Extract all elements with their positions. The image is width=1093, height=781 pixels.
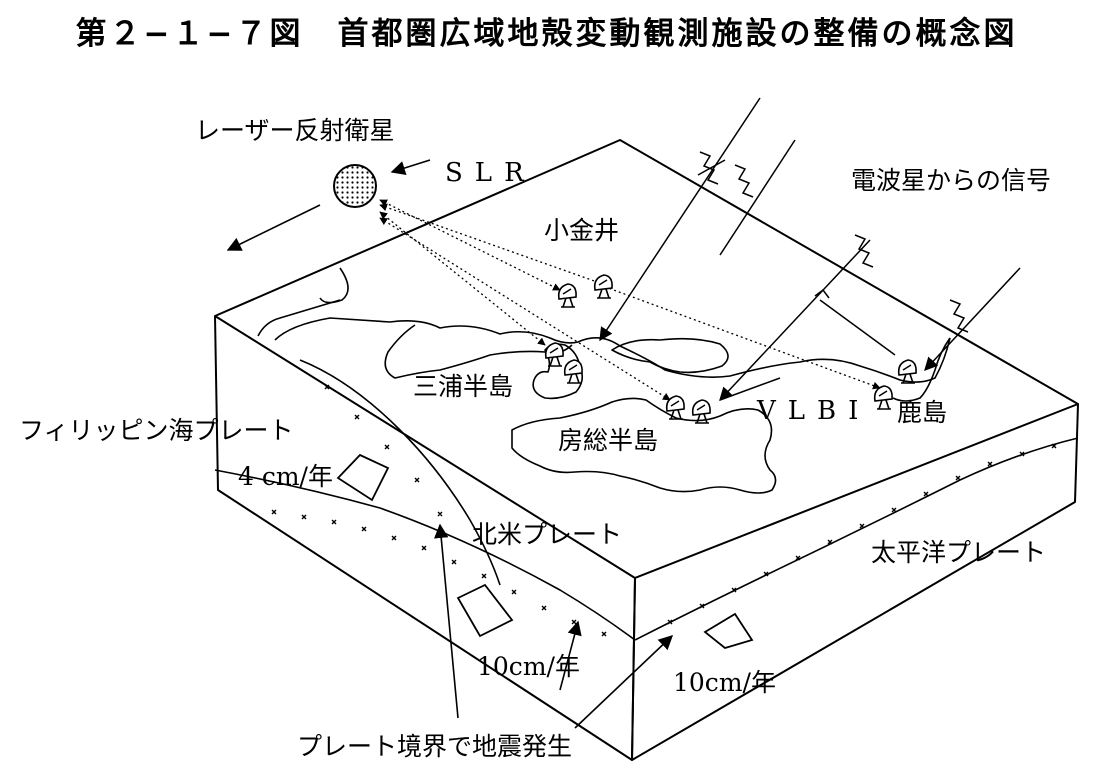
label-kashima: 鹿島 bbox=[897, 398, 948, 427]
label-rate-trench-2: 10cm/年 bbox=[673, 668, 776, 697]
antenna-icon bbox=[665, 395, 685, 420]
pointer-arrow bbox=[559, 620, 582, 691]
trench-line-right bbox=[634, 437, 1079, 641]
label-earthquake: プレート境界で地震発生 bbox=[297, 732, 573, 761]
pointer-arrow bbox=[434, 523, 459, 719]
label-radio-signal: 電波星からの信号 bbox=[851, 166, 1052, 195]
plate-motion-arrow-icon bbox=[336, 453, 390, 502]
label-slr: SLR bbox=[445, 158, 536, 188]
label-miura: 三浦半島 bbox=[413, 372, 514, 401]
satellite-icon bbox=[333, 164, 377, 208]
orbit-arrow bbox=[226, 204, 321, 251]
antenna-icon bbox=[557, 283, 577, 308]
label-boso: 房総半島 bbox=[558, 426, 659, 455]
label-pacific-plate: 太平洋プレート bbox=[871, 538, 1047, 567]
coastline-tokyo-bay bbox=[257, 299, 573, 379]
label-philippine-plate: フィリッピン海プレート bbox=[19, 416, 294, 445]
label-north-american-plate: 北米プレート bbox=[472, 520, 623, 549]
laser-beams bbox=[379, 199, 881, 401]
antenna-icon bbox=[563, 359, 583, 384]
label-vlbi: VLBI bbox=[757, 396, 871, 426]
label-koganei: 小金井 bbox=[544, 216, 620, 245]
antenna-icon bbox=[593, 274, 613, 299]
label-laser-satellite: レーザー反射衛星 bbox=[195, 116, 395, 145]
antenna-icon bbox=[873, 385, 893, 410]
label-rate-philippine: 4 cm/年 bbox=[238, 462, 333, 491]
figure-title: 第２−１−７図 首都圏広域地殻変動観測施設の整備の概念図 bbox=[75, 16, 1018, 52]
plate-motion-arrow-icon bbox=[703, 612, 754, 649]
label-rate-trench-1: 10cm/年 bbox=[477, 652, 580, 681]
plate-boundary-diagonal bbox=[299, 359, 501, 586]
plate-motion-arrow-icon bbox=[456, 583, 514, 638]
pointer-arrow bbox=[574, 635, 674, 729]
trench-line-left bbox=[214, 469, 636, 641]
orbit-arrow bbox=[390, 159, 431, 175]
block-right-face bbox=[631, 403, 1079, 761]
subduction-markers bbox=[271, 384, 1057, 637]
antenna-icon bbox=[544, 342, 564, 367]
radio-signals bbox=[599, 97, 1021, 401]
